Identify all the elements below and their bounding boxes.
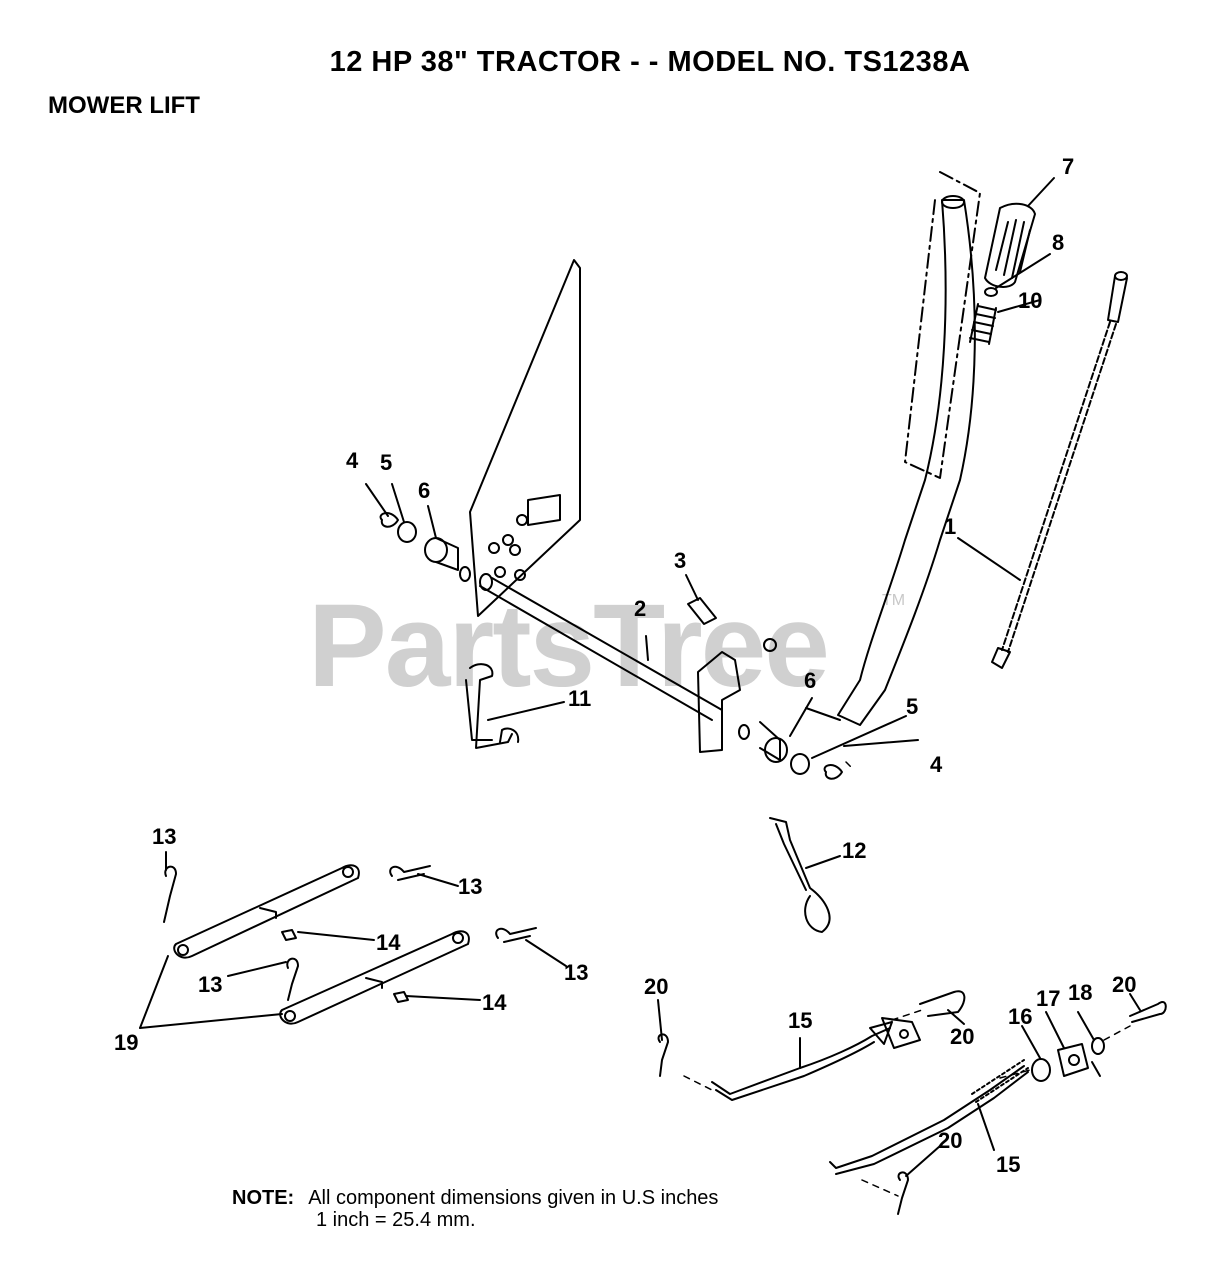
note-line-1: All component dimensions given in U.S in… <box>308 1187 719 1209</box>
part-lift-shaft[interactable] <box>479 573 723 721</box>
part-12-link[interactable] <box>769 817 831 933</box>
callout-16[interactable]: 16 <box>1008 1004 1033 1029</box>
callout-13-d[interactable]: 13 <box>564 960 589 985</box>
part-spring[interactable] <box>969 303 997 345</box>
callout-13-b[interactable]: 13 <box>458 874 483 899</box>
callout-8[interactable]: 8 <box>1052 230 1065 255</box>
watermark-trademark: TM <box>882 592 906 609</box>
callout-5-left[interactable]: 5 <box>380 450 393 475</box>
part-key[interactable] <box>687 597 717 625</box>
part-lift-rod[interactable] <box>991 271 1128 669</box>
part-20-clip-a[interactable] <box>657 1033 669 1077</box>
part-grip[interactable] <box>984 202 1036 288</box>
part-17-block[interactable] <box>1057 1043 1089 1077</box>
callout-6-left[interactable]: 6 <box>418 478 431 503</box>
callout-13-a[interactable]: 13 <box>152 824 177 849</box>
part-20-clip-d[interactable] <box>897 1171 909 1215</box>
callout-11[interactable]: 11 <box>568 686 592 711</box>
dimension-note: NOTE: All component dimensions given in U… <box>232 1187 719 1231</box>
right-bushing-set[interactable] <box>738 721 843 780</box>
part-13-clip-a[interactable] <box>163 865 177 923</box>
left-bushing-set[interactable] <box>379 512 471 582</box>
part-13-clip-b[interactable] <box>389 865 431 881</box>
callout-1[interactable]: 1 <box>944 514 957 539</box>
note-label: NOTE: <box>232 1187 295 1209</box>
part-lift-handle[interactable] <box>805 195 976 726</box>
part-14-pin-lower[interactable] <box>393 991 409 1003</box>
callout-2[interactable]: 2 <box>634 596 647 621</box>
section-title: MOWER LIFT <box>48 92 200 119</box>
part-20-clip-c[interactable] <box>1129 1001 1167 1023</box>
callout-6-right[interactable]: 6 <box>804 668 817 693</box>
callout-12[interactable]: 12 <box>842 838 867 863</box>
part-20-clip-b[interactable] <box>919 990 966 1017</box>
callout-4-left[interactable]: 4 <box>346 448 359 473</box>
part-14-pin-upper[interactable] <box>281 929 297 941</box>
part-15-upper-rod[interactable] <box>711 1017 921 1101</box>
part-15-lower-rod[interactable] <box>829 1059 1029 1175</box>
page-title: 12 HP 38" TRACTOR - - MODEL NO. TS1238A <box>329 46 971 78</box>
callout-leaders <box>139 177 1141 1177</box>
callout-14-lower[interactable]: 14 <box>482 990 507 1015</box>
part-19-upper-link[interactable] <box>173 864 360 959</box>
callout-20-d[interactable]: 20 <box>938 1128 963 1153</box>
part-19-lower-link[interactable] <box>279 930 470 1025</box>
callout-7[interactable]: 7 <box>1062 154 1075 179</box>
callout-5-right[interactable]: 5 <box>906 694 919 719</box>
callout-15-lower[interactable]: 15 <box>996 1152 1021 1177</box>
handle-extension-outline <box>904 171 981 479</box>
part-13-clip-d[interactable] <box>495 927 537 943</box>
part-mounting-plate[interactable] <box>469 259 581 617</box>
callout-3[interactable]: 3 <box>674 548 687 573</box>
callout-17[interactable]: 17 <box>1036 986 1061 1011</box>
callout-14-upper[interactable]: 14 <box>376 930 401 955</box>
callout-18[interactable]: 18 <box>1068 980 1093 1005</box>
callout-10[interactable]: 10 <box>1018 288 1043 313</box>
watermark-logo: PartsTree <box>308 580 830 712</box>
note-line-2: 1 inch = 25.4 mm. <box>316 1208 476 1231</box>
callout-15-upper[interactable]: 15 <box>788 1008 813 1033</box>
callout-20-b[interactable]: 20 <box>950 1024 975 1049</box>
part-11-link[interactable] <box>465 663 520 749</box>
callout-13-c[interactable]: 13 <box>198 972 223 997</box>
part-lever-bracket[interactable] <box>697 638 777 753</box>
callout-20-a[interactable]: 20 <box>644 974 669 999</box>
part-13-clip-c[interactable] <box>286 957 299 1001</box>
part-18-pin[interactable] <box>1091 1037 1105 1077</box>
callout-19[interactable]: 19 <box>114 1030 139 1055</box>
assembly-guide-lines <box>683 761 1131 1197</box>
callout-4-right[interactable]: 4 <box>930 752 943 777</box>
part-16-nut[interactable] <box>1031 1058 1051 1082</box>
part-8-washer[interactable] <box>984 287 998 297</box>
callout-20-c[interactable]: 20 <box>1112 972 1137 997</box>
